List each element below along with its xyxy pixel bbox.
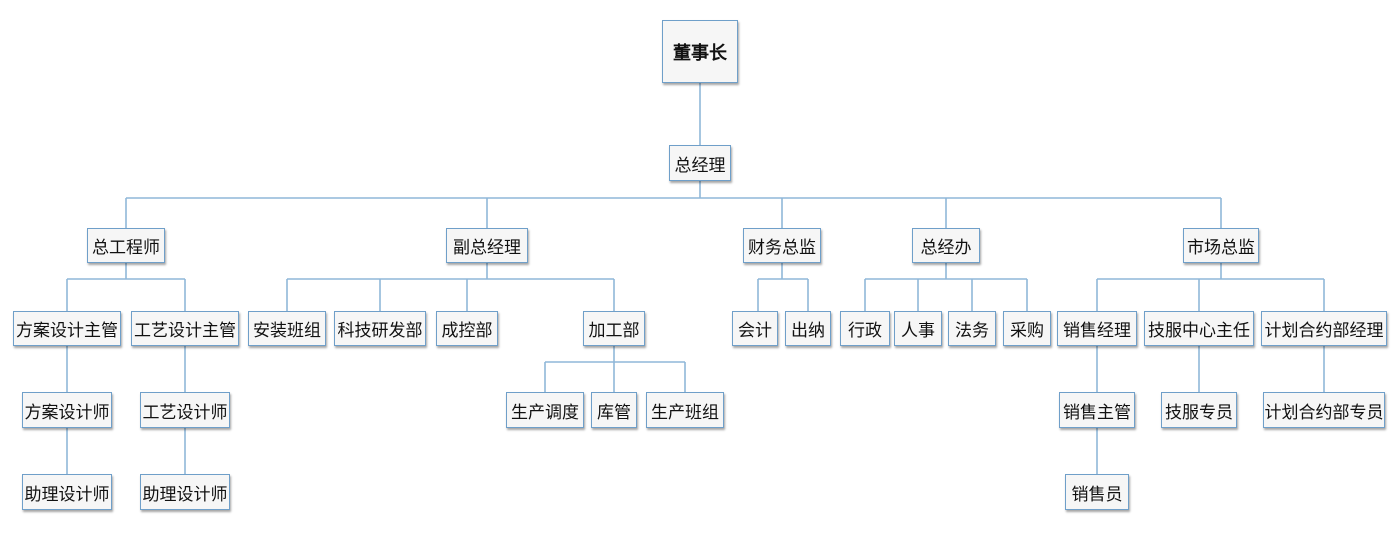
- node-gm-office: 总经办: [912, 228, 980, 263]
- node-sales-supervisor: 销售主管: [1059, 392, 1135, 428]
- node-assistant-designer-process: 助理设计师: [140, 474, 230, 510]
- node-tech-service-director: 技服中心主任: [1144, 311, 1254, 346]
- node-tech-service-specialist: 技服专员: [1161, 392, 1237, 428]
- node-contract-dept-manager: 计划合约部经理: [1261, 311, 1387, 346]
- node-production-team: 生产班组: [646, 392, 724, 428]
- node-production-scheduling: 生产调度: [506, 392, 584, 428]
- node-warehouse: 库管: [591, 392, 637, 428]
- node-administration: 行政: [840, 311, 890, 346]
- node-process-design-supervisor: 工艺设计主管: [131, 311, 239, 346]
- node-cashier: 出纳: [785, 311, 831, 346]
- node-assistant-designer-scheme: 助理设计师: [22, 474, 112, 510]
- node-sales-manager: 销售经理: [1057, 311, 1137, 346]
- node-process-designer: 工艺设计师: [140, 392, 230, 428]
- node-legal: 法务: [948, 311, 996, 346]
- node-scheme-design-supervisor: 方案设计主管: [13, 311, 121, 346]
- node-scheme-designer: 方案设计师: [22, 392, 112, 428]
- node-accounting: 会计: [732, 311, 778, 346]
- node-rnd-dept: 科技研发部: [334, 311, 426, 346]
- node-cfo: 财务总监: [743, 228, 821, 263]
- node-hr: 人事: [894, 311, 942, 346]
- node-processing-dept: 加工部: [583, 311, 645, 346]
- node-marketing-director: 市场总监: [1183, 228, 1259, 263]
- node-chairman: 董事长: [662, 20, 738, 83]
- node-installation-team: 安装班组: [248, 311, 326, 346]
- node-chief-engineer: 总工程师: [87, 228, 165, 263]
- node-salesperson: 销售员: [1065, 474, 1129, 510]
- node-purchasing: 采购: [1003, 311, 1051, 346]
- node-general-manager: 总经理: [669, 145, 731, 181]
- node-deputy-gm: 副总经理: [446, 228, 528, 263]
- node-cost-control-dept: 成控部: [436, 311, 498, 346]
- node-contract-dept-specialist: 计划合约部专员: [1263, 392, 1385, 428]
